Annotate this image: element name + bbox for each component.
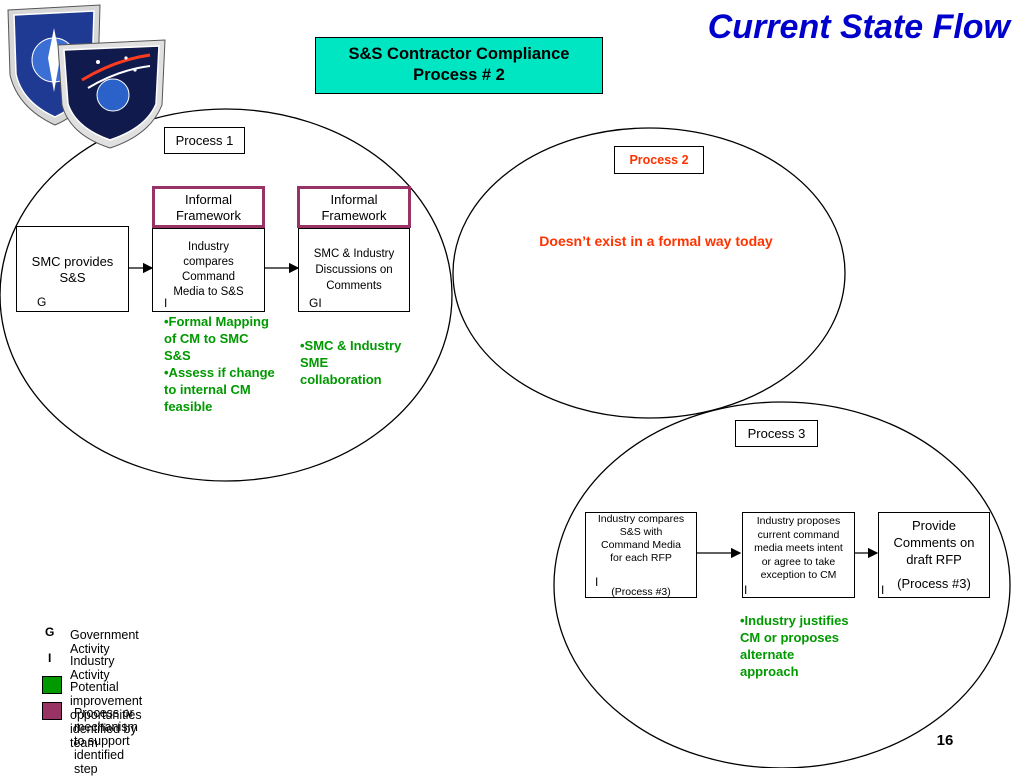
- subtitle-line2: Process # 2: [413, 66, 505, 84]
- process2-statement: Doesn’t exist in a formal way today: [539, 233, 773, 249]
- note-industry-justifies: •Industry justifies CM or proposes alter…: [740, 613, 849, 679]
- legend-g-symbol: G: [45, 625, 55, 639]
- industry-compares-rfp-box: Industry compares S&S with Command Media…: [585, 512, 697, 598]
- smc-provides-text: SMC provides S&S: [31, 254, 114, 285]
- smc-provides-box: SMC provides S&S: [16, 226, 129, 312]
- process2-label: Process 2: [614, 146, 704, 174]
- legend-green-swatch: [42, 676, 62, 694]
- subtitle-line1: S&S Contractor Compliance: [348, 45, 570, 63]
- discussion-text: SMC & Industry Discussions on Comments: [313, 248, 395, 292]
- discussion-activity-letter: GI: [309, 296, 322, 310]
- industry-compares-box: Industry compares Command Media to S&S: [152, 228, 265, 312]
- legend-green-text: Potential improvement opportunities iden…: [70, 680, 143, 750]
- process1-ellipse: [0, 108, 453, 482]
- subtitle-box: S&S Contractor Compliance Process # 2: [315, 37, 603, 94]
- comments-letter: I: [881, 583, 885, 597]
- process1-notes-a: •Formal Mapping of CM to SMC S&S •Assess…: [164, 313, 276, 415]
- legend-i-symbol: I: [48, 651, 52, 665]
- discussion-box: SMC & Industry Discussions on Comments: [298, 228, 410, 312]
- air-force-space-command-logo: [7, 4, 166, 149]
- industry-proposes-box: Industry proposes current command media …: [742, 512, 855, 598]
- industry-proposes-text: Industry proposes current command media …: [754, 515, 843, 581]
- proposes-letter: I: [744, 583, 748, 597]
- slide-title: Current State Flow: [707, 8, 1010, 46]
- process2-ellipse: [452, 127, 846, 419]
- compare-rfp-letter: I: [595, 575, 599, 589]
- legend-purple-text: Process or mechanism to support identifi…: [74, 706, 138, 776]
- process3-label: Process 3: [735, 420, 818, 447]
- note-assess-change: •Assess if change to internal CM feasibl…: [164, 365, 275, 414]
- provide-comments-text: Provide Comments on draft RFP: [893, 518, 975, 567]
- legend-i-text: Industry Activity: [70, 654, 115, 682]
- note-formal-mapping: •Formal Mapping of CM to SMC S&S: [164, 314, 269, 363]
- smc-activity-letter: G: [37, 295, 47, 309]
- industry-compares-rfp-text: Industry compares S&S with Command Media…: [597, 513, 685, 564]
- process3-ellipse: [553, 401, 1011, 768]
- process1-notes-b: •SMC & Industry SME collaboration: [300, 337, 405, 388]
- process3-notes: •Industry justifies CM or proposes alter…: [740, 612, 852, 680]
- page-number: 16: [936, 732, 954, 749]
- informal-framework-a: Informal Framework: [152, 186, 265, 228]
- legend-g-text: Government Activity: [70, 628, 139, 656]
- provide-comments-ref: (Process #3): [897, 576, 971, 591]
- process1-label: Process 1: [164, 127, 245, 154]
- legend-purple-swatch: [42, 702, 62, 720]
- industry-activity-letter: I: [164, 296, 168, 310]
- note-sme-collaboration: •SMC & Industry SME collaboration: [300, 338, 402, 387]
- provide-comments-box: Provide Comments on draft RFP (Process #…: [878, 512, 990, 598]
- industry-compares-text: Industry compares Command Media to S&S: [173, 241, 244, 298]
- informal-framework-b: Informal Framework: [297, 186, 411, 228]
- industry-compares-rfp-ref: (Process #3): [611, 586, 671, 598]
